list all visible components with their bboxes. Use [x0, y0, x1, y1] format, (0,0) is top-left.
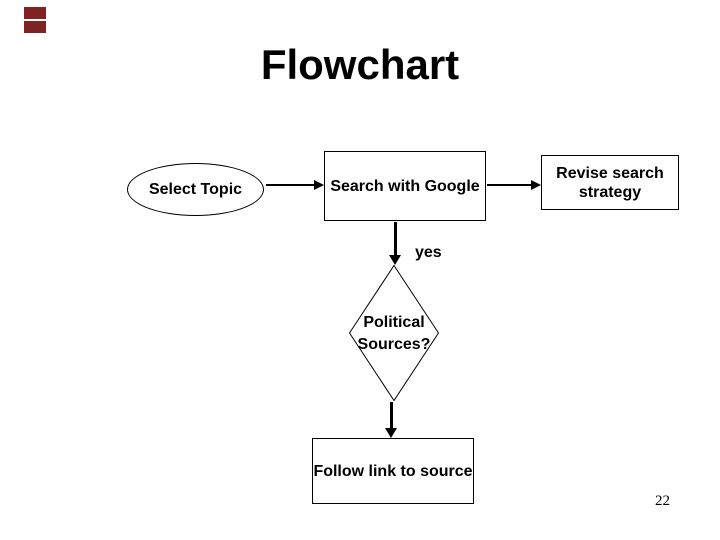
flowchart-node-follow-link-to-source: Follow link to source [312, 438, 474, 504]
edge-label-yes: yes [415, 244, 442, 261]
page-number: 22 [655, 493, 670, 509]
flowchart-node-revise-search-strategy: Revise search strategy [541, 155, 679, 210]
arrow-search-to-revise-head-icon [531, 180, 541, 190]
flowchart-node-search-with-google: Search with Google [324, 151, 486, 221]
slide-title: Flowchart [260, 41, 460, 88]
arrow-search-to-political-head-icon [389, 255, 401, 265]
arrow-select-to-search-head-icon [314, 180, 324, 190]
node-label-revise-search-strategy: Revise search strategy [556, 164, 664, 201]
arrow-search-to-political-line [394, 222, 397, 255]
node-label-follow-link-to-source: Follow link to source [313, 462, 473, 480]
node-label-search-with-google: Search with Google [330, 177, 480, 195]
corner-decoration-square-bottom [24, 21, 46, 33]
arrow-search-to-revise-line [487, 184, 532, 186]
arrow-political-to-follow-line [390, 402, 393, 428]
node-label-political-sources: Political Sources? [357, 314, 431, 353]
corner-decoration-square-top [24, 7, 46, 19]
arrow-select-to-search-line [266, 184, 315, 186]
flowchart-node-political-sources [349, 265, 439, 401]
diamond-shape [349, 265, 439, 401]
node-label-select-topic: Select Topic [148, 181, 243, 198]
flowchart-node-select-topic: Select Topic [127, 163, 264, 216]
arrow-political-to-follow-head-icon [385, 428, 397, 438]
